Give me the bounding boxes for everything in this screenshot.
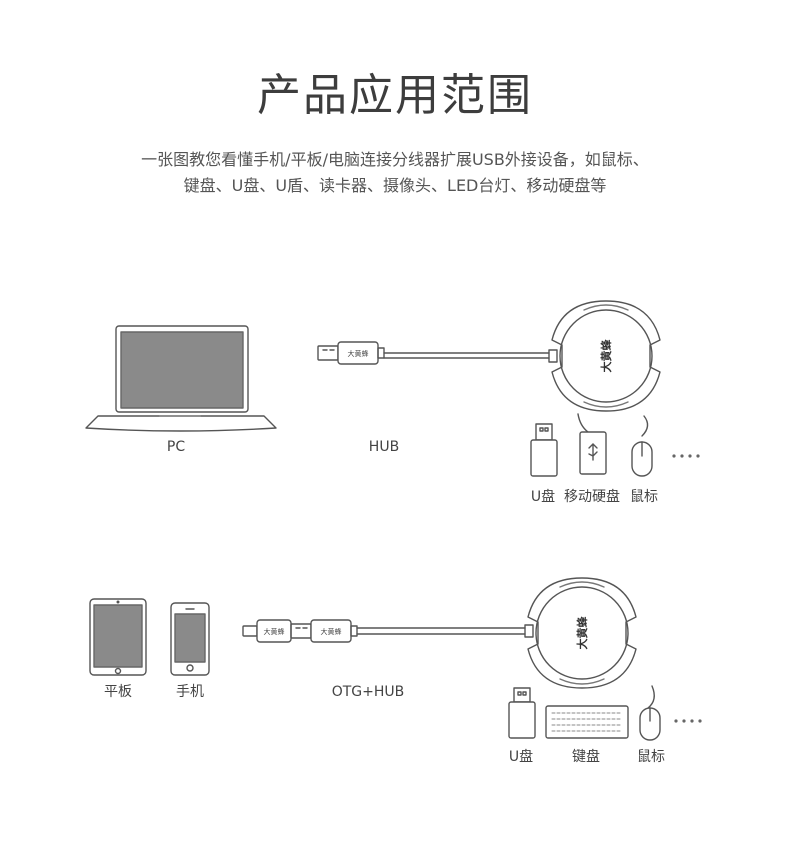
- phone-icon: [170, 602, 210, 676]
- device-label-mouse: 鼠标: [630, 489, 658, 505]
- device-label-usb-drive: U盘: [530, 489, 556, 505]
- device-label-usb-drive-2: U盘: [508, 749, 534, 765]
- more-dots-icon-2: [674, 719, 702, 723]
- otg-adapter-cable: [242, 619, 534, 643]
- plug-brand-mark: 大黄蜂: [348, 349, 369, 358]
- description-line-1: 一张图教您看懂手机/平板/电脑连接分线器扩展USB外接设备，如鼠标、: [141, 150, 649, 169]
- description-line-2: 键盘、U盘、U盾、读卡器、摄像头、LED台灯、移动硬盘等: [183, 176, 607, 195]
- hub-label: HUB: [368, 439, 400, 455]
- usb-drive-icon-2: [508, 687, 536, 739]
- usb-hub-cable: [317, 341, 558, 365]
- mouse-icon: [631, 415, 653, 477]
- tablet-icon: [89, 598, 147, 676]
- hub-brand-mark: 大黄蜂: [599, 339, 613, 373]
- device-label-mouse-2: 鼠标: [637, 749, 665, 765]
- device-label-portable-drive: 移动硬盘: [564, 489, 620, 505]
- usb-drive-icon: [530, 423, 558, 477]
- usb-hub-icon-2: [527, 577, 637, 689]
- laptop-icon: [85, 325, 277, 432]
- page-title: 产品应用范围: [257, 70, 533, 121]
- portable-hard-drive-icon: [577, 413, 607, 475]
- phone-label: 手机: [176, 684, 204, 700]
- keyboard-icon: [545, 705, 629, 739]
- tablet-label: 平板: [104, 684, 132, 700]
- pc-label: PC: [166, 439, 186, 455]
- otg-hub-label: OTG+HUB: [331, 684, 405, 700]
- otg-brand-mark: 大黄蜂: [264, 627, 285, 636]
- more-dots-icon: [672, 454, 700, 458]
- plug-brand-mark-2: 大黄蜂: [321, 627, 342, 636]
- device-label-keyboard: 键盘: [572, 749, 600, 765]
- usb-hub-icon: [551, 300, 661, 412]
- hub-brand-mark-2: 大黄蜂: [575, 616, 589, 650]
- mouse-icon-2: [639, 685, 661, 741]
